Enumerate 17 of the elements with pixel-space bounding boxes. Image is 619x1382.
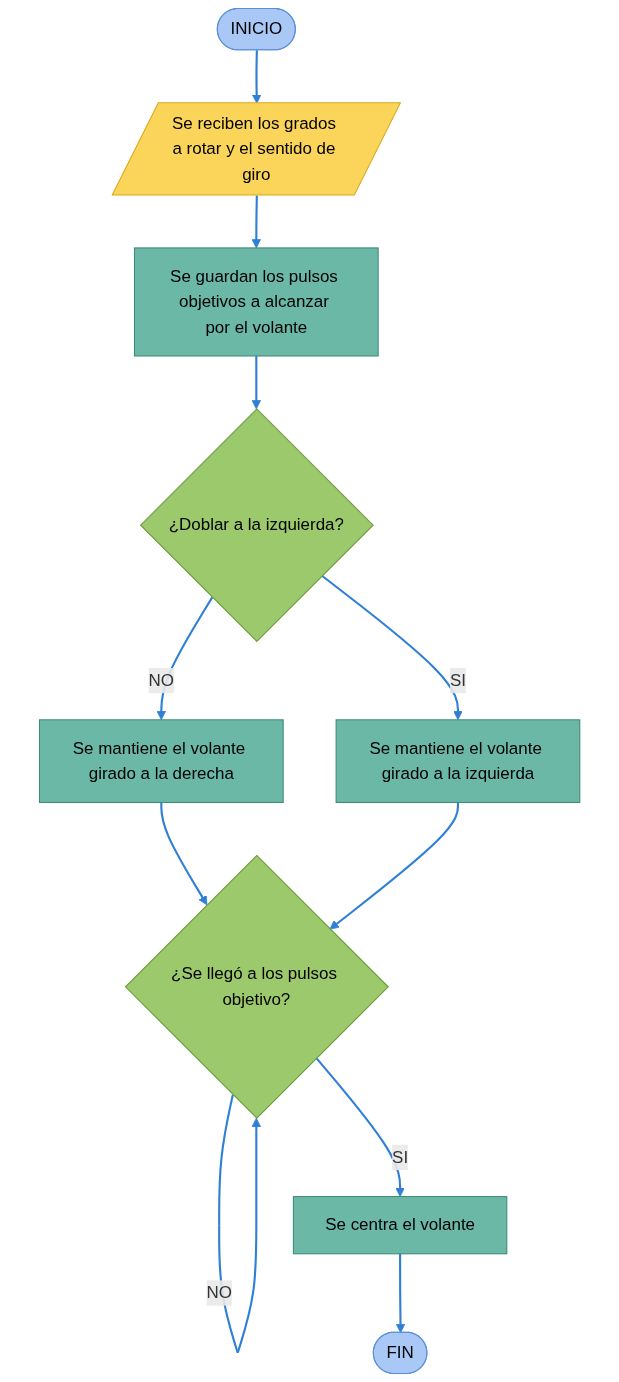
arrow <box>160 802 208 906</box>
arrow <box>251 356 261 410</box>
edge-label: SI <box>449 671 466 690</box>
node-box: Se guardan los pulsos objetivos a alcanzar por el volante <box>133 247 379 357</box>
edge-label: NO <box>148 671 174 690</box>
node-box: Se mantiene el volante girado a la izquierda <box>335 719 581 803</box>
node-box: Se centra el volante <box>292 1196 508 1255</box>
arrow <box>395 1253 406 1334</box>
arrow <box>329 802 459 930</box>
edge-label: NO <box>206 1283 232 1302</box>
arrow <box>251 195 261 249</box>
node-box: Se mantiene el volante girado a la derecha <box>38 719 284 803</box>
arrow <box>315 1057 405 1197</box>
arrow <box>321 574 463 721</box>
node-diamond: ¿Se llegó a los pulsos objetivo? <box>124 854 389 1119</box>
node-diamond: ¿Doblar a la izquierda? <box>139 408 374 643</box>
edge-label: SI <box>391 1147 408 1166</box>
